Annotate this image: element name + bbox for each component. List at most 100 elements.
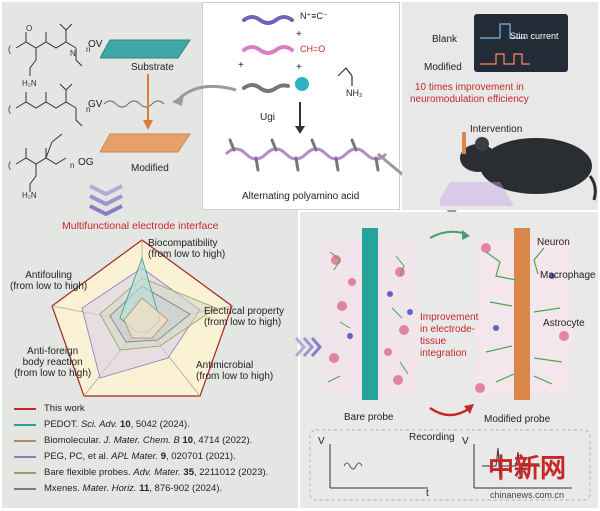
aldehyde-chain (242, 45, 294, 55)
svg-text:N: N (70, 49, 76, 58)
mouse-body (480, 138, 592, 194)
isocyanide-chain (242, 15, 294, 25)
substrate-plate (100, 39, 191, 59)
stim-traces (480, 23, 530, 65)
svg-text:(: ( (8, 160, 11, 170)
brain-region-highlight (440, 182, 514, 206)
legend-item: Mxenes. Mater. Horiz. 11, 876-902 (2024)… (14, 483, 222, 494)
radar-axis-sublabel: (from low to high) (148, 249, 226, 260)
radar-chart (51, 239, 233, 397)
recording-label: Recording (409, 432, 455, 443)
legend-text: Bare flexible probes. Adv. Mater. 35, 22… (44, 467, 269, 478)
legend-text: Biomolecular. J. Mater. Chem. B 10, 4714… (44, 435, 253, 446)
modified-recording-trace (482, 447, 540, 481)
polyamino-acid-chain (224, 147, 388, 161)
integration-line: in electrode- (420, 324, 476, 335)
bare-probe-label: Bare probe (344, 412, 394, 423)
legend-swatch (14, 407, 36, 410)
polymer-gv-label: GV (88, 99, 103, 110)
polymer-structures: ( ( ( H₂N H₂N O N n n n (8, 23, 165, 200)
implanted-probe (462, 132, 466, 154)
plus-sign: + (296, 29, 302, 40)
substrate-label: Substrate (131, 62, 174, 73)
legend-swatch (14, 455, 36, 458)
integration-text: Improvement in electrode- tissue integra… (420, 312, 478, 360)
recording-box (309, 429, 591, 501)
product-label: Alternating polyamino acid (242, 191, 360, 202)
modified-plate (100, 133, 191, 153)
neuron-label: Neuron (537, 237, 570, 248)
radar-axis-antifouling: Antifouling (from low to high) (10, 270, 87, 292)
radar-axis-label: Biocompatibility (148, 238, 218, 249)
improvement-line: 10 times improvement in (414, 82, 524, 93)
svg-text:n: n (70, 161, 74, 170)
mouse-ear (475, 137, 489, 151)
radar-axis-sublabel: (from low to high) (14, 368, 92, 379)
radar-axis-anti-foreign: Anti-foreign body reaction (from low to … (14, 346, 91, 379)
mouse-tail (588, 175, 597, 201)
legend-text: This work (44, 403, 85, 414)
watermark-logo: 中新网 (488, 454, 567, 484)
radar-axis-label: Anti-foreign (27, 346, 79, 357)
oscilloscope-screen (474, 14, 568, 72)
svg-text:n: n (86, 45, 90, 54)
radar-axis-label: Antifouling (25, 270, 72, 281)
bare-probe (362, 228, 378, 400)
mouse-head (460, 144, 496, 172)
watermark-url: chinanews.com.cn (490, 490, 565, 500)
amine-label: NH₂ (346, 88, 363, 98)
svg-text:O: O (26, 24, 32, 33)
legend-swatch (14, 487, 36, 490)
svg-text:(: ( (8, 44, 11, 54)
ugi-reaction-diagram (224, 15, 388, 172)
legend-swatch (14, 471, 36, 474)
radar-axis-sublabel: (from low to high) (196, 371, 274, 382)
legend-item: This work (14, 403, 85, 414)
radar-axis-label-2: body reaction (22, 357, 83, 368)
radar-axis-electrical: Electrical property (from low to high) (204, 306, 284, 328)
svg-text:H₂N: H₂N (22, 191, 37, 200)
blank-label: Blank (432, 34, 458, 45)
radar-axis-antimicrobial: Antimicrobial (from low to high) (196, 360, 273, 382)
interface-title: Multifunctional electrode interface (62, 220, 219, 232)
acid-bead (295, 77, 309, 91)
radar-series-biomolecular (123, 297, 169, 339)
aldehyde-label: CH=O (300, 44, 326, 54)
radar-axis-sublabel: (from low to high) (10, 281, 88, 292)
radar-axis-biocompatibility: Biocompatibility (from low to high) (148, 238, 225, 260)
ugi-label: Ugi (260, 112, 276, 123)
polymer-ov-label: OV (88, 39, 103, 50)
legend-swatch (14, 439, 36, 442)
radar-axis-sublabel: (from low to high) (204, 317, 282, 328)
substrate-modification-diagram (100, 39, 191, 153)
astrocyte-label: Astrocyte (543, 318, 585, 329)
modified-probe (514, 228, 530, 400)
polymer-og-label: OG (78, 157, 94, 168)
integration-line: integration (420, 348, 467, 359)
t-axis-label: t (426, 488, 429, 499)
legend-item: PEDOT. Sci. Adv. 10, 5042 (2024). (14, 419, 190, 430)
plus-sign: + (296, 62, 302, 73)
amine-structure (337, 67, 353, 86)
legend-item: PEG, PC, et al. APL Mater. 9, 020701 (20… (14, 451, 236, 462)
v-axis-label: V (462, 436, 469, 447)
modified-probe-label: Modified probe (484, 414, 551, 425)
legend-item: Bare flexible probes. Adv. Mater. 35, 22… (14, 467, 268, 478)
plus-sign: + (238, 60, 244, 71)
macrophage-label: Macrophage (540, 270, 596, 281)
radar-axis-label: Antimicrobial (196, 360, 254, 371)
isocyanide-label: N⁺≡C⁻ (300, 11, 328, 21)
integration-line: Improvement (420, 312, 479, 323)
legend-item: Biomolecular. J. Mater. Chem. B 10, 4714… (14, 435, 252, 446)
chevron-right-icon (294, 337, 322, 357)
legend-text: Mxenes. Mater. Horiz. 11, 876-902 (2024)… (44, 483, 223, 494)
integration-line: tissue (420, 336, 447, 347)
acid-chain (242, 83, 290, 93)
modified-label: Modified (131, 163, 169, 174)
reaction-arrow (295, 126, 305, 134)
legend-swatch (14, 423, 36, 426)
chevron-down-icon (89, 184, 123, 216)
svg-text:(: ( (8, 104, 11, 114)
radar-axis-label: Electrical property (204, 306, 285, 317)
bare-recording-trace (343, 462, 363, 470)
